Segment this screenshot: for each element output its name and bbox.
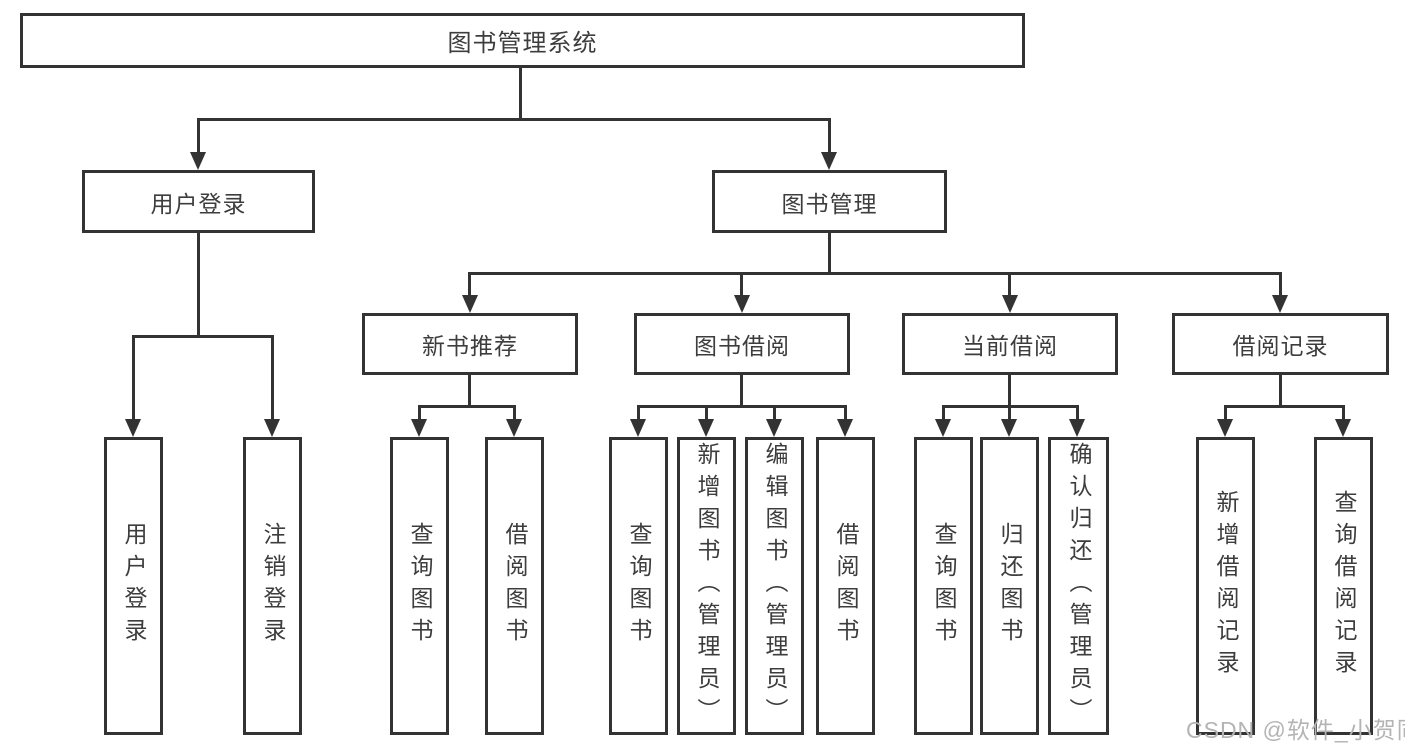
- node-label: 归还图书: [997, 522, 1023, 650]
- edge-line: [1224, 405, 1227, 419]
- leaf-query-books-recommend: 查询图书: [390, 437, 449, 735]
- leaf-user-login: 用户登录: [104, 437, 163, 735]
- node-label: 确认归还（管理员）: [1066, 442, 1092, 730]
- arrow-down-icon: [190, 152, 206, 170]
- leaf-edit-books-admin: 编辑图书（管理员）: [745, 437, 804, 735]
- leaf-query-books-borrowing: 查询图书: [609, 437, 668, 735]
- node-book-borrowing: 图书借阅: [634, 313, 850, 375]
- node-label: 编辑图书（管理员）: [762, 442, 788, 730]
- node-label: 查询图书: [407, 522, 433, 650]
- edge-line: [1342, 405, 1345, 419]
- node-label: 借阅图书: [502, 522, 528, 650]
- node-label: 图书借阅: [694, 333, 790, 359]
- edge-line: [828, 118, 831, 152]
- edge-line: [828, 233, 831, 272]
- edge-line: [469, 272, 1282, 275]
- node-user-login: 用户登录: [82, 170, 315, 233]
- arrow-down-icon: [411, 419, 427, 437]
- csdn-watermark: CSDN @软件_小贺同学: [1186, 717, 1405, 743]
- edge-line: [942, 405, 945, 419]
- arrow-down-icon: [630, 419, 646, 437]
- edge-line: [1008, 405, 1011, 419]
- edge-line: [1076, 405, 1079, 419]
- edge-line: [132, 335, 274, 338]
- node-label: 借阅图书: [833, 522, 859, 650]
- edge-line: [637, 405, 640, 419]
- leaf-borrow-books-recommend: 借阅图书: [485, 437, 544, 735]
- arrow-down-icon: [698, 419, 714, 437]
- arrow-down-icon: [264, 419, 280, 437]
- arrow-down-icon: [1069, 419, 1085, 437]
- edge-line: [197, 118, 200, 152]
- leaf-query-borrow-record: 查询借阅记录: [1314, 437, 1373, 735]
- edge-line: [844, 405, 847, 419]
- node-label: 图书管理: [781, 190, 878, 217]
- edge-line: [1008, 375, 1011, 405]
- node-label: 图书管理系统: [447, 30, 598, 57]
- node-current-borrowing: 当前借阅: [902, 313, 1118, 375]
- arrow-down-icon: [935, 419, 951, 437]
- node-root-library-system: 图书管理系统: [20, 13, 1025, 68]
- arrow-down-icon: [125, 419, 141, 437]
- node-label: 新书推荐: [422, 333, 518, 359]
- edge-line: [271, 335, 274, 419]
- edge-line: [637, 405, 847, 408]
- arrow-down-icon: [821, 152, 837, 170]
- leaf-confirm-return-admin: 确认归还（管理员）: [1048, 437, 1109, 735]
- edge-line: [740, 272, 743, 295]
- arrow-down-icon: [734, 295, 750, 313]
- leaf-add-borrow-record: 新增借阅记录: [1196, 437, 1255, 735]
- leaf-add-books-admin: 新增图书（管理员）: [677, 437, 736, 735]
- edge-line: [418, 405, 516, 408]
- node-label: 注销登录: [260, 522, 286, 650]
- node-label: 用户登录: [150, 190, 247, 217]
- arrow-down-icon: [506, 419, 522, 437]
- node-label: 查询图书: [931, 522, 957, 650]
- node-label: 新增图书（管理员）: [694, 442, 720, 730]
- leaf-query-books-current: 查询图书: [914, 437, 973, 735]
- node-label: 新增借阅记录: [1213, 490, 1239, 682]
- arrow-down-icon: [462, 295, 478, 313]
- node-label: 用户登录: [121, 522, 147, 650]
- arrow-down-icon: [1002, 295, 1018, 313]
- arrow-down-icon: [1272, 295, 1288, 313]
- edge-line: [197, 118, 831, 121]
- edge-line: [740, 375, 743, 405]
- node-label: 借阅记录: [1232, 333, 1329, 359]
- node-book-management: 图书管理: [712, 170, 947, 233]
- edge-line: [513, 405, 516, 419]
- node-borrow-records: 借阅记录: [1172, 313, 1389, 375]
- arrow-down-icon: [1001, 419, 1017, 437]
- edge-line: [418, 405, 421, 419]
- edge-line: [1279, 375, 1282, 405]
- leaf-logout: 注销登录: [243, 437, 302, 735]
- edge-line: [1008, 272, 1011, 295]
- edge-line: [468, 375, 471, 405]
- edge-line: [773, 405, 776, 419]
- edge-line: [1224, 405, 1345, 408]
- arrow-down-icon: [1335, 419, 1351, 437]
- node-label: 查询借阅记录: [1331, 490, 1357, 682]
- node-label: 查询图书: [626, 522, 652, 650]
- node-new-book-recommend: 新书推荐: [362, 313, 578, 375]
- edge-line: [197, 233, 200, 335]
- edge-line: [519, 68, 522, 118]
- edge-line: [468, 272, 471, 295]
- edge-line: [132, 335, 135, 419]
- node-label: 当前借阅: [962, 333, 1058, 359]
- leaf-return-books: 归还图书: [980, 437, 1039, 735]
- leaf-borrow-books-borrowing: 借阅图书: [816, 437, 875, 735]
- arrow-down-icon: [837, 419, 853, 437]
- edge-line: [705, 405, 708, 419]
- edge-line: [1279, 272, 1282, 295]
- arrow-down-icon: [766, 419, 782, 437]
- arrow-down-icon: [1217, 419, 1233, 437]
